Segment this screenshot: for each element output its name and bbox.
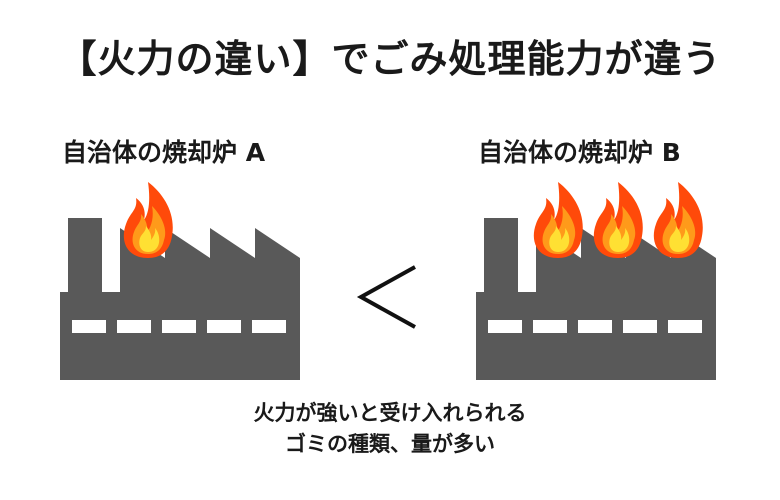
factory-b-icon <box>476 218 716 380</box>
caption-line-1: 火力が強いと受け入れられる <box>253 401 527 425</box>
incinerator-b-diagram <box>476 182 716 380</box>
factory-b-window <box>488 320 522 333</box>
less-than-icon <box>356 265 416 329</box>
factory-b-window <box>578 320 612 333</box>
factory-a-building <box>60 218 300 380</box>
factory-a-window <box>252 320 286 333</box>
factory-b-window <box>668 320 702 333</box>
flame-icon <box>533 182 583 258</box>
flames-a <box>123 182 173 258</box>
factory-a-icon <box>60 218 300 380</box>
incinerator-a-diagram <box>60 182 300 380</box>
factory-a-windows <box>72 320 286 333</box>
flame-icon <box>123 182 173 258</box>
caption: 火力が強いと受け入れられる ゴミの種類、量が多い <box>0 398 780 460</box>
factory-a-window <box>162 320 196 333</box>
factory-a-window <box>72 320 106 333</box>
flame-icon <box>653 182 703 258</box>
flames-b <box>533 182 703 258</box>
factory-b-window <box>623 320 657 333</box>
incinerator-b-label: 自治体の焼却炉 B <box>478 138 681 167</box>
page-title: 【火力の違い】でごみ処理能力が違う <box>58 37 722 81</box>
factory-b-building <box>476 218 716 380</box>
flame-icon <box>593 182 643 258</box>
factory-b-window <box>533 320 567 333</box>
factory-b-windows <box>488 320 702 333</box>
incinerator-a-label: 自治体の焼却炉 A <box>62 138 266 167</box>
caption-line-2: ゴミの種類、量が多い <box>285 432 495 456</box>
factory-a-window <box>207 320 241 333</box>
factory-a-window <box>117 320 151 333</box>
